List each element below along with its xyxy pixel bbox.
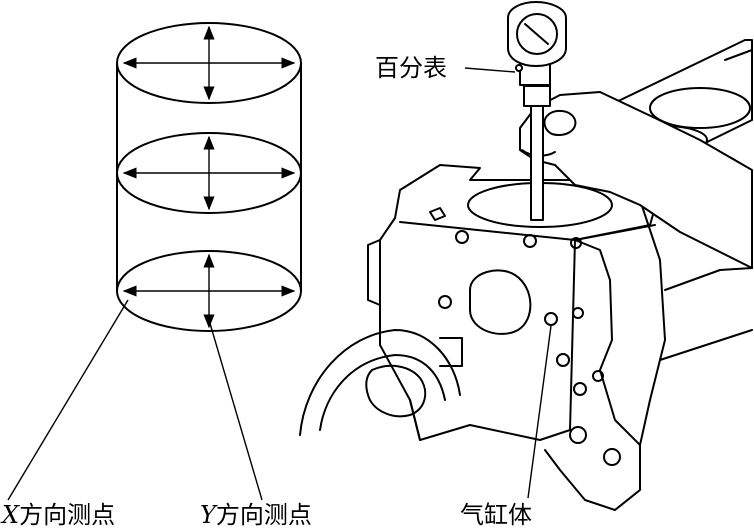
x-letter: X <box>2 501 20 529</box>
block-body <box>379 164 661 441</box>
engine-block-illustration <box>299 39 753 511</box>
dial-gauge-label: 百分表 <box>375 56 447 80</box>
hand-arm <box>519 91 753 269</box>
cylinder-block-text: 气缸体 <box>460 501 532 529</box>
cylinder-block-label: 气缸体 <box>460 503 532 527</box>
x-direction-label: X方向测点 <box>2 503 115 527</box>
y-direction-label: Y方向测点 <box>200 503 312 527</box>
dial-gauge-text: 百分表 <box>375 54 447 82</box>
x-points-text: 方向测点 <box>19 501 116 529</box>
gauge-needle <box>524 23 549 45</box>
dial-gauge <box>464 1 753 269</box>
cylinder-diagram <box>7 22 302 501</box>
bore-opening-far <box>649 87 751 129</box>
lower-housing-curve <box>299 329 461 436</box>
gauge-leader-line <box>464 67 516 73</box>
camshaft-opening <box>469 269 532 335</box>
block-leader-line <box>527 325 552 499</box>
y-points-text: 方向测点 <box>215 501 312 529</box>
y-leader-line <box>208 319 263 501</box>
x-leader-line <box>7 299 129 501</box>
y-letter: Y <box>200 501 216 529</box>
